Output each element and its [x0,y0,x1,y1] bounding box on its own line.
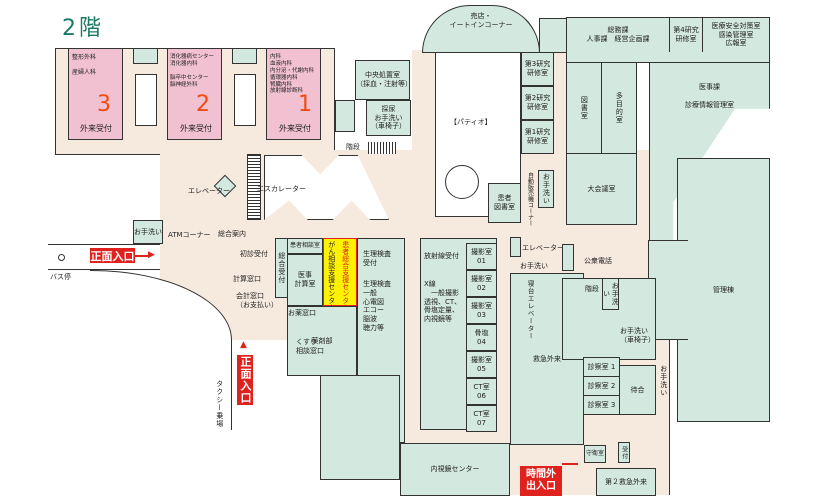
escalator-icon [247,154,261,220]
stairs-label: 階段 [346,143,360,151]
ct-room-06[interactable]: CT室 06 [466,378,497,405]
reception-east[interactable]: 受付 [618,442,630,463]
physio-exams: 生理検査 一般 心電図 エコー 脳波 聴力等 [363,280,391,332]
drug-consult-window[interactable]: くすり 相談窓口 [296,338,324,355]
cancer-center-label: がん相談支援センター [327,241,336,311]
outpatient-block-2[interactable] [167,48,222,140]
vending-corner[interactable]: 自動販売機コーナー [526,172,534,226]
first-visit-reception[interactable]: 初診受付 [240,250,268,258]
multipurpose-room[interactable]: 多目的室 [601,62,637,154]
medicine-window[interactable]: お薬窓口 [288,309,316,317]
support-center-highlight[interactable] [323,238,357,306]
outpatient-block-1[interactable] [266,48,321,140]
lab-room-4[interactable]: 第4研究 研修室 [669,17,703,53]
toilet-lobby[interactable]: お手洗い [133,220,163,244]
bone-density-04[interactable]: 骨塩 04 [466,324,497,351]
arrow-right-head: ▶ [148,250,155,260]
general-affairs[interactable]: 総務課 人事課 経営企画課 [566,17,670,53]
main-entrance-sign-south[interactable]: 正面入口 [237,355,253,405]
small-room-b [232,48,257,64]
conference-room[interactable]: 大会議室 [566,153,637,225]
lightwell-b [234,74,256,126]
toilet-east[interactable]: お手洗い [520,262,548,270]
block-2-number: 2 [196,92,210,117]
block-1-reception: 外来受付 [279,124,311,133]
patient-consult-room[interactable]: 患者相談室 [287,238,323,254]
patient-library[interactable]: 患者 図書室 [488,183,521,223]
guard-room[interactable]: 守衛室 [584,445,606,463]
admin-building[interactable]: 管理棟 [677,158,770,422]
endoscopy-center[interactable]: 内視鏡センター [400,443,510,496]
elevator-label: エレベーター [188,187,230,195]
small-room-d [539,18,567,53]
fountain-icon [445,165,479,199]
after-hours-arrow-icon [562,463,578,465]
atm-corner[interactable]: ATMコーナー [168,231,211,239]
block-2-depts: 消化器病センター 消化器内科 脳卒中センター 脳神経外科 [170,54,215,88]
lower-wing [320,375,400,480]
shop[interactable]: 売店・ イートインコーナー [422,5,540,53]
imaging-room-01[interactable]: 撮影室 01 [466,243,497,270]
bus-stop-icon [58,254,65,261]
phone-booth [562,244,574,271]
support-center-label: 患者総合支援センター [341,241,350,311]
exam-room-3[interactable]: 診察室 3 [583,395,620,415]
payment-window[interactable]: 会計窓口 （お支払い） [236,292,278,309]
bus-stop-label: バス停 [50,273,71,281]
elevator-east[interactable]: エレベーター [522,244,564,252]
public-phone[interactable]: 公衆電話 [584,257,612,265]
block-1-depts: 内科 血液内科 内分泌・代謝内科 循環器内科 腎臓内科 放射線診断科 [270,54,315,95]
imaging-room-02[interactable]: 撮影室 02 [466,270,497,297]
small-room-c [335,100,355,132]
bed-elevator[interactable]: 寝台エレベーター [526,280,535,340]
block-1-number: 1 [298,92,312,117]
toilet-east-2[interactable]: お手洗い [602,278,619,310]
xray-label: X線 一般撮影 透視、CT、 骨塩定量、 内視鏡等 [424,280,462,323]
exam-room-1[interactable]: 診察室 1 [583,357,620,377]
stairs-icon [368,142,396,154]
lab-room-3[interactable]: 第3研究 研修室 [521,52,554,86]
toilet-east-3[interactable]: お手洗い [659,365,668,397]
toilet-north[interactable]: お手洗い [538,170,554,208]
emergency-outpatient-2[interactable]: 第２救急外来 [596,468,656,496]
main-entrance-sign-west[interactable]: 正面入口 [90,248,135,263]
block-3-depts: 整形外科 産婦人科 [72,54,97,76]
exam-room-2[interactable]: 診察室 2 [583,376,620,396]
lab-room-2[interactable]: 第2研究 研修室 [521,86,554,120]
lightwell-a [135,74,157,126]
block-2-reception: 外来受付 [180,124,212,133]
lab-room-1[interactable]: 第1研究 研修室 [521,120,554,154]
stairs-east[interactable]: 階段 [585,285,599,293]
arrow-up-icon: ▲ [240,340,247,350]
toilet-wheelchair[interactable]: お手洗い （車椅子） [620,327,655,344]
ct-room-07[interactable]: CT室 07 [466,405,497,432]
patio-label: 【パティオ】 [450,118,492,126]
library[interactable]: 図書室 [566,62,602,154]
urine-toilet-room[interactable]: 採尿 お手洗い （車椅子） [366,100,411,136]
escalator-label: エスカレーター [257,185,306,193]
waiting-area[interactable]: 待合 [619,365,656,415]
physio-reception[interactable]: 生理検査 受付 [363,250,391,267]
radiology-reception[interactable]: 放射線受付 [424,252,459,260]
calc-window[interactable]: 計算窓口 [233,275,261,283]
elevator-east-shaft [510,237,521,257]
information-desk[interactable]: 総合案内 [218,230,246,238]
small-room-a [133,48,158,64]
central-treatment-room[interactable]: 中央処置室 （採血・注射等） [355,60,412,100]
block-3-reception: 外来受付 [80,124,112,133]
calc-room[interactable]: 医事 計算室 [287,254,323,306]
imaging-room-05[interactable]: 撮影室 05 [466,351,497,378]
outpatient-block-3[interactable] [68,48,123,140]
imaging-room-03[interactable]: 撮影室 03 [466,297,497,324]
floor-title: 2階 [62,16,104,41]
safety-office[interactable]: 医療安全対策室 感染管理室 広報室 [702,17,770,53]
arrow-right-icon [135,255,149,257]
taxi-stand-label: タクシー乗場 [215,380,224,428]
block-3-number: 3 [97,92,111,117]
after-hours-entrance[interactable]: 時間外 出入口 [520,466,562,496]
